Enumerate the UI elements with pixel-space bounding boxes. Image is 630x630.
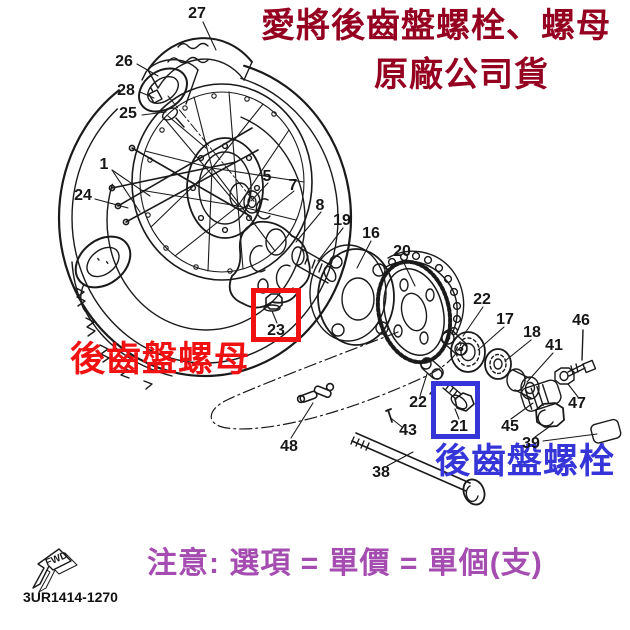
part-number-label: 27 xyxy=(188,5,206,22)
inner-tube xyxy=(138,59,199,113)
rear-sprocket-bolt-annotation: 後齒盤螺栓 xyxy=(435,442,616,481)
part-number-label: 26 xyxy=(115,53,133,70)
chain-puller-45 xyxy=(520,379,562,412)
chain-guide-48 xyxy=(296,382,335,404)
part-number-label: 47 xyxy=(568,395,586,412)
part-number-label: 21 xyxy=(450,418,468,435)
part-number-label: 24 xyxy=(74,187,92,204)
part-number-label: 39 xyxy=(522,435,540,452)
nut-highlight-box xyxy=(251,288,301,342)
part-number-label: 41 xyxy=(545,337,563,354)
sprocket-carrier-16 xyxy=(309,244,395,346)
price-note: 注意: 選項 = 單價 = 單個(支) xyxy=(147,547,543,580)
part-number-label: 17 xyxy=(496,311,514,328)
fwd-arrow-icon: FWD xyxy=(32,548,78,593)
part-number-label: 22 xyxy=(473,291,491,308)
circlip-7 xyxy=(255,198,271,220)
bolt-highlight-box xyxy=(431,381,480,439)
cotter-pin-43 xyxy=(385,408,393,423)
sprocket-bolt-21 xyxy=(442,382,475,412)
part-number-label: 5 xyxy=(262,168,272,185)
chain-loop xyxy=(210,331,462,430)
tire xyxy=(57,58,353,390)
part-number-label: 46 xyxy=(572,312,590,329)
axle-38 xyxy=(350,432,486,506)
part-number-label: 28 xyxy=(117,82,135,99)
part-number-label: 48 xyxy=(280,438,298,455)
title-line-1: 愛將後齒盤螺栓、螺母 xyxy=(261,7,611,45)
leader-lines xyxy=(94,21,598,467)
tire-segment xyxy=(147,37,253,89)
part-number-label: 20 xyxy=(393,243,411,260)
adjuster-bolt-46 xyxy=(567,329,597,377)
part-number-label: 43 xyxy=(399,422,417,439)
diagram-code: 3UR1414-1270 xyxy=(23,589,118,605)
axle-nut-39 xyxy=(535,402,565,428)
title-line-2: 原廠公司貨 xyxy=(374,56,549,94)
part-number-label: 23 xyxy=(267,322,285,339)
part-number-label: 7 xyxy=(288,177,298,194)
part-number-label: 38 xyxy=(372,464,390,481)
collar-41 xyxy=(506,368,540,400)
part-number-label: 8 xyxy=(315,197,325,214)
part-number-label: 25 xyxy=(119,105,137,122)
loose-spokes xyxy=(108,127,259,226)
stud-19 xyxy=(291,246,337,284)
locknut-47 xyxy=(554,367,575,385)
valve-stem xyxy=(148,87,163,104)
part-number-label: 45 xyxy=(501,418,519,435)
part-number-label: 18 xyxy=(523,324,541,341)
rim-band xyxy=(161,107,185,128)
sprocket-20 xyxy=(375,259,453,365)
part-number-label: 22 xyxy=(409,394,427,411)
bearing-5 xyxy=(243,190,261,214)
puller-block-2 xyxy=(590,418,622,444)
part-number-label: 19 xyxy=(333,212,351,229)
part-number-label: 1 xyxy=(99,156,109,173)
part-number-label: 16 xyxy=(362,225,380,242)
oil-seal-18 xyxy=(484,348,512,380)
bearing-17 xyxy=(450,331,486,373)
drive-chain xyxy=(383,250,465,336)
rear-sprocket-nut-annotation: 後齒盤螺母 xyxy=(70,340,251,379)
